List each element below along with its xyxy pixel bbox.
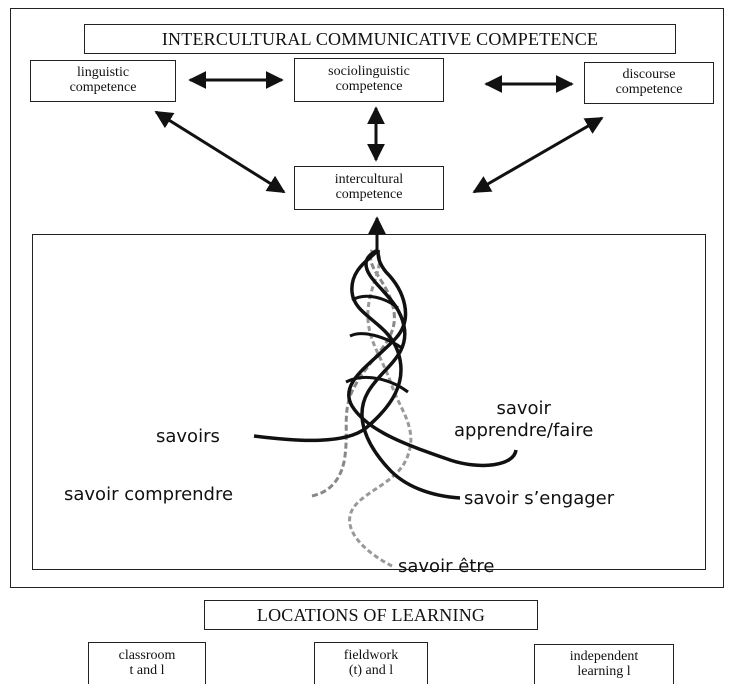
label-savoir-apprendre-line-1: savoir [496,398,551,419]
intercultural-competence-box: intercultural competence [294,166,444,210]
classroom-box: classroom t and l [88,642,206,684]
fieldwork-line-2: (t) and l [348,662,394,678]
linguistic-line-2: competence [69,80,137,95]
label-savoir-apprendre: savoir apprendre/faire [454,398,593,441]
arrow-discourse-intercultural [472,116,604,194]
arrow-linguistic-intercultural [154,110,286,194]
strand-savoir-comprendre [311,249,396,498]
classroom-line-2: t and l [129,662,165,678]
sociolinguistic-competence-box: sociolinguistic competence [294,58,444,102]
label-savoir-apprendre-line-2: apprendre/faire [454,419,594,441]
strands-frame [32,234,706,570]
label-savoir-etre: savoir être [398,556,495,577]
strand-braid-cross [345,294,409,394]
label-savoir-engager: savoir s’engager [464,488,615,509]
discourse-line-1: discourse [622,67,676,83]
discourse-line-2: competence [615,82,683,97]
label-savoir-comprendre: savoir comprendre [64,484,234,505]
strand-savoir-engager [360,248,461,500]
label-savoirs: savoirs [156,426,220,447]
sociolinguistic-line-1: sociolinguistic [328,64,410,80]
icc-title: INTERCULTURAL COMMUNICATIVE COMPETENCE [84,24,676,54]
independent-line-2: learning l [577,663,631,679]
fieldwork-line-1: fieldwork [343,647,399,663]
discourse-competence-box: discourse competence [584,62,714,104]
sociolinguistic-line-2: competence [335,79,403,94]
strand-savoir-etre [348,249,413,568]
locations-title-text: LOCATIONS OF LEARNING [256,604,486,625]
fieldwork-box: fieldwork (t) and l [314,642,428,684]
strand-savoir-apprendre [347,249,518,468]
independent-line-1: independent [569,648,639,664]
linguistic-line-1: linguistic [76,65,130,81]
strand-savoirs [253,248,403,443]
outer-frame [10,8,724,588]
locations-title: LOCATIONS OF LEARNING [204,600,538,630]
classroom-line-1: classroom [118,647,176,663]
icc-title-text: INTERCULTURAL COMMUNICATIVE COMPETENCE [161,28,599,49]
intercultural-line-1: intercultural [334,172,404,188]
linguistic-competence-box: linguistic competence [30,60,176,102]
independent-box: independent learning l [534,644,674,684]
intercultural-line-2: competence [335,187,403,202]
